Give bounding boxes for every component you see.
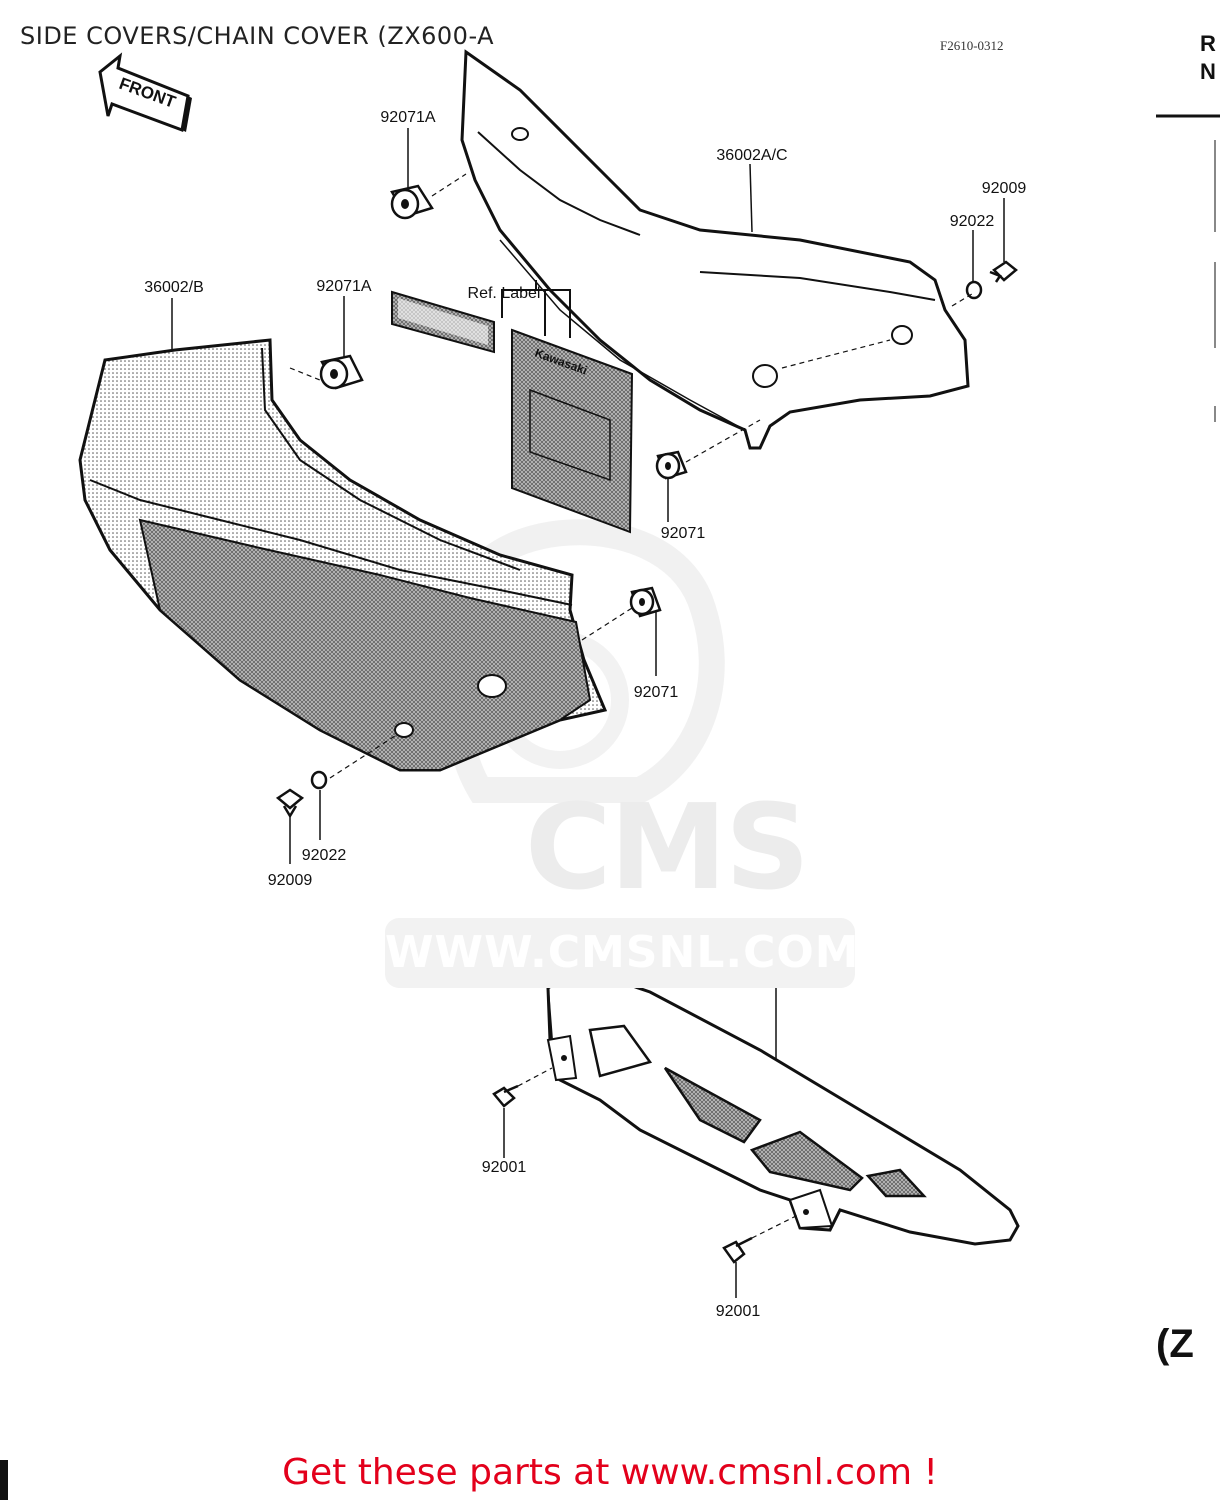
grommet-92071-mid bbox=[655, 450, 688, 480]
bolt-92009-upper bbox=[989, 260, 1018, 283]
side-cover-36002AC bbox=[460, 49, 970, 450]
callout-92001-lower: 92001 bbox=[716, 1303, 761, 1320]
footer-banner: Get these parts at www.cmsnl.com ! bbox=[0, 1452, 1220, 1493]
callout-92001-upper: 92001 bbox=[482, 1159, 527, 1176]
guide-lines bbox=[289, 173, 973, 1239]
bolt-92001-upper bbox=[492, 1084, 519, 1108]
callout-92022-upper: 92022 bbox=[950, 213, 995, 230]
callout-92071-mid: 92071 bbox=[661, 525, 706, 542]
callout-92071A-lower: 92071A bbox=[316, 278, 371, 295]
callout-92022-lower: 92022 bbox=[302, 847, 347, 864]
callout-92071-lower: 92071 bbox=[634, 684, 679, 701]
callout-92009-upper: 92009 bbox=[982, 180, 1027, 197]
callout-36002B: 36002/B bbox=[144, 279, 204, 296]
bolt-92009-lower bbox=[275, 788, 305, 819]
washer-92022-upper bbox=[965, 280, 983, 300]
watermark-site: WWW.CMSNL.COM bbox=[385, 918, 859, 988]
chain-cover-36014 bbox=[546, 966, 1020, 1246]
footer-link[interactable]: Get these parts at www.cmsnl.com ! bbox=[282, 1452, 938, 1493]
callout-ref-label: Ref. Label bbox=[468, 285, 541, 302]
page-title: SIDE COVERS/CHAIN COVER (ZX600-A bbox=[20, 22, 494, 50]
grommet-92071A-lower bbox=[319, 354, 364, 390]
corner-mark bbox=[0, 1460, 8, 1500]
side-column-header: R N bbox=[1200, 30, 1216, 86]
bolt-92001-lower bbox=[722, 1236, 753, 1264]
grommet-92071A-upper bbox=[390, 184, 434, 220]
callout-92071A-upper: 92071A bbox=[380, 109, 435, 126]
ref-label-strip bbox=[391, 290, 495, 354]
leader-lines bbox=[171, 128, 1005, 1298]
watermark-brand: CMS bbox=[525, 778, 810, 916]
side-column-header-line1: R bbox=[1200, 31, 1216, 56]
ref-label-plate: Kawasaki bbox=[511, 328, 634, 534]
grommet-92071-lower bbox=[629, 586, 662, 618]
ref-label-bracket bbox=[501, 280, 571, 338]
side-cover-36002B bbox=[78, 338, 608, 772]
figure-code: F2610-0312 bbox=[940, 38, 1004, 53]
side-column-header-line2: N bbox=[1200, 59, 1216, 84]
callout-36002AC: 36002A/C bbox=[716, 147, 787, 164]
model-code-truncated: (Z bbox=[1156, 1322, 1194, 1366]
callout-92009-lower: 92009 bbox=[268, 872, 313, 889]
washer-92022-lower bbox=[310, 770, 328, 790]
front-arrow-icon bbox=[98, 52, 192, 133]
